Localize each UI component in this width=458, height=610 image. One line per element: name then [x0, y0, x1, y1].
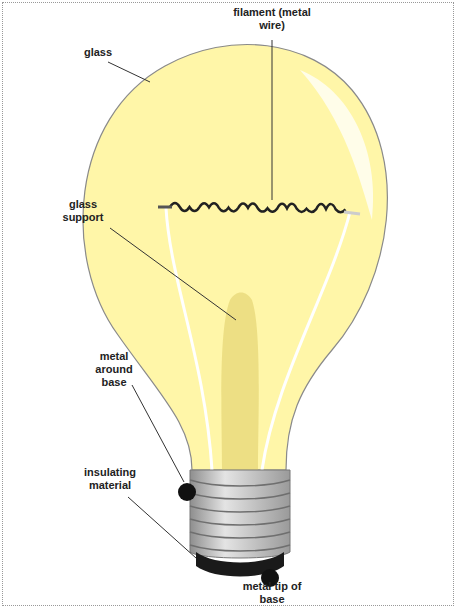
part-label: metal around base	[82, 350, 146, 389]
screw-thread	[190, 480, 290, 551]
thread-line	[190, 493, 290, 499]
thread-line	[190, 545, 290, 551]
contact-dot	[178, 483, 196, 501]
filament	[170, 203, 346, 212]
thread-line	[190, 480, 290, 486]
part-label: filament (metal wire)	[232, 6, 312, 32]
thread-line	[190, 532, 290, 538]
glass-support	[221, 293, 258, 471]
part-label: insulating material	[72, 466, 148, 492]
part-label: glass	[78, 46, 118, 59]
part-label: metal tip of base	[232, 580, 312, 606]
thread-line	[190, 519, 290, 525]
metal-base	[190, 470, 290, 558]
leader-lines	[108, 40, 272, 558]
glass-bulb	[83, 44, 387, 470]
thread-line	[190, 506, 290, 512]
part-label: glass support	[48, 198, 118, 224]
filament-end	[344, 212, 360, 214]
highlight	[300, 70, 373, 220]
filament-end	[158, 206, 172, 209]
lead-wire	[166, 208, 212, 470]
